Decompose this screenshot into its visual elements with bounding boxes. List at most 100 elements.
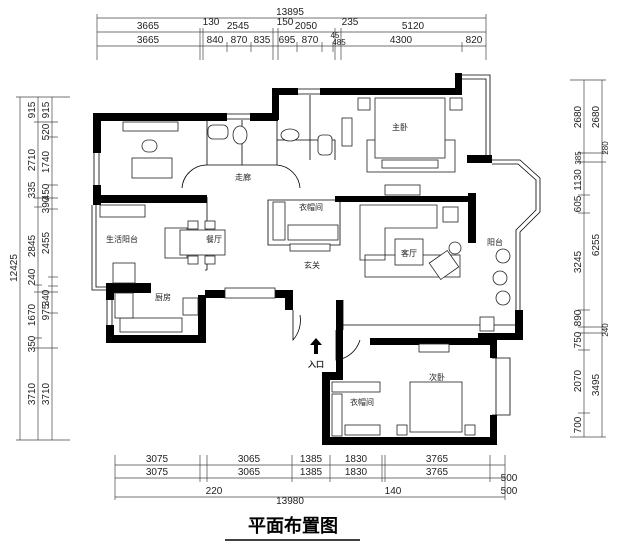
balcony-chair bbox=[495, 248, 511, 264]
dim-top-r2: 835 bbox=[254, 35, 271, 46]
dim-right-r1: 3245 bbox=[573, 250, 584, 273]
dim-bottom-extra: 140 bbox=[385, 486, 402, 497]
dim-left-r2: 2455 bbox=[41, 231, 52, 254]
cabinet bbox=[122, 121, 179, 132]
cabinet bbox=[224, 287, 276, 299]
sink bbox=[317, 134, 333, 156]
dim-left-r2: 520 bbox=[41, 123, 52, 140]
dim-bottom-r1: 3765 bbox=[426, 454, 449, 465]
label-second-bedroom: 次卧 bbox=[429, 372, 445, 382]
fridge bbox=[182, 297, 199, 316]
dim-right-r1: 700 bbox=[573, 416, 584, 433]
dim-right-r1: 605 bbox=[573, 195, 584, 212]
top-dimensions: 13895 3665 130 2545 150 2050 235 5120 36… bbox=[96, 7, 487, 60]
dim-right-r1: 2070 bbox=[573, 369, 584, 392]
dim-bottom-r1: 1830 bbox=[345, 454, 368, 465]
wardrobe bbox=[331, 381, 381, 393]
dim-left-r1: 2710 bbox=[27, 148, 38, 171]
wardrobe bbox=[344, 424, 381, 436]
desk bbox=[131, 157, 173, 179]
coffee-table bbox=[394, 238, 424, 266]
right-dimensions: 2680 385 1130 605 3245 890 750 2070 700 … bbox=[570, 79, 610, 438]
dim-left-r2: 340 bbox=[41, 289, 52, 306]
dim-left-r1: 1670 bbox=[27, 303, 38, 326]
dim-bottom-r2: 3765 bbox=[426, 467, 449, 478]
dim-top-r1: 150 bbox=[277, 17, 294, 28]
nightstand bbox=[357, 97, 371, 111]
dim-right-r1: 890 bbox=[573, 309, 584, 326]
tv-cabinet bbox=[384, 184, 421, 196]
dim-left-r1: 240 bbox=[27, 268, 38, 285]
wardrobe bbox=[287, 224, 339, 241]
dim-bottom-r2: 1385 bbox=[300, 467, 323, 478]
label-balcony: 阳台 bbox=[487, 237, 503, 247]
dim-top-r2: 3665 bbox=[137, 35, 160, 46]
room-labels: 主卧 走廊 衣帽间 玄关 客厅 阳台 生活阳台 餐厅 厨房 次卧 衣帽间 bbox=[106, 122, 503, 407]
second-bed bbox=[409, 381, 463, 433]
nightstand bbox=[396, 424, 408, 436]
wardrobe bbox=[331, 393, 343, 437]
side-table bbox=[442, 206, 459, 223]
dim-top-r2: 820 bbox=[466, 35, 483, 46]
dim-right-r2: 2680 bbox=[591, 105, 602, 128]
label-foyer: 玄关 bbox=[304, 260, 320, 270]
cabinet bbox=[418, 343, 450, 353]
dim-left-r2: 915 bbox=[41, 101, 52, 118]
dim-bottom-r2: 3075 bbox=[146, 467, 169, 478]
dim-right-r1: 1130 bbox=[573, 169, 584, 191]
label-walk-in-closet: 衣帽间 bbox=[299, 202, 323, 212]
label-master-bedroom: 主卧 bbox=[392, 122, 408, 132]
balcony-chair bbox=[495, 290, 511, 306]
dim-top-r1: 235 bbox=[342, 17, 359, 28]
balcony-table bbox=[492, 270, 508, 286]
dim-bottom-r2: 1830 bbox=[345, 467, 368, 478]
dim-top-r1: 2545 bbox=[227, 21, 250, 32]
plan-title: 平面布置图 bbox=[248, 515, 338, 537]
chair bbox=[204, 220, 216, 230]
chair bbox=[187, 220, 199, 230]
nightstand bbox=[449, 97, 463, 111]
master-bed bbox=[374, 97, 446, 159]
dim-left-r2: 450 bbox=[41, 183, 52, 200]
bottom-dimensions: 3075 3065 1385 1830 3765 3075 3065 1385 … bbox=[114, 454, 518, 507]
dim-top-r2: 485 bbox=[332, 38, 346, 47]
entrance-marker: 入口 bbox=[307, 338, 324, 369]
dim-left-r1: 335 bbox=[27, 181, 38, 198]
dim-bottom-r2: 3065 bbox=[238, 467, 261, 478]
cabinet bbox=[99, 204, 146, 218]
dim-top-r1: 3665 bbox=[137, 21, 160, 32]
nightstand bbox=[464, 424, 476, 436]
dim-left-r1: 3710 bbox=[27, 382, 38, 405]
entrance-arrow-icon bbox=[310, 338, 322, 354]
bench bbox=[381, 159, 439, 169]
dining-table bbox=[179, 229, 226, 256]
sink bbox=[207, 124, 229, 140]
wardrobe bbox=[272, 201, 286, 241]
chair bbox=[187, 255, 199, 265]
sofa bbox=[359, 204, 438, 261]
dim-left-r1: 915 bbox=[27, 101, 38, 118]
chair bbox=[141, 139, 158, 153]
dim-left-total: 12425 bbox=[9, 254, 20, 282]
dim-top-r2: 4300 bbox=[390, 35, 413, 46]
dim-right-r2: 280 bbox=[601, 141, 610, 155]
doors bbox=[181, 164, 361, 361]
left-dimensions: 12425 915 2710 335 2845 240 1670 350 371… bbox=[9, 96, 70, 441]
dim-left-r1: 350 bbox=[27, 335, 38, 352]
chair bbox=[204, 255, 216, 265]
counter bbox=[114, 292, 134, 319]
dim-top-r2: 840 bbox=[207, 35, 224, 46]
dim-top-r1: 130 bbox=[203, 17, 220, 28]
dim-bottom-r2: 500 bbox=[501, 473, 518, 484]
dim-right-r1: 2680 bbox=[573, 105, 584, 128]
utility-sink bbox=[479, 316, 495, 332]
dim-bottom-r1: 1385 bbox=[300, 454, 323, 465]
label-entrance: 入口 bbox=[307, 360, 324, 369]
dim-top-r2: 695 bbox=[279, 35, 296, 46]
dim-left-r1: 2845 bbox=[27, 234, 38, 257]
dim-left-r2: 1740 bbox=[41, 150, 52, 173]
label-walk-in-closet-2: 衣帽间 bbox=[350, 397, 374, 407]
dim-top-r1: 2050 bbox=[295, 21, 318, 32]
label-corridor: 走廊 bbox=[235, 172, 251, 182]
